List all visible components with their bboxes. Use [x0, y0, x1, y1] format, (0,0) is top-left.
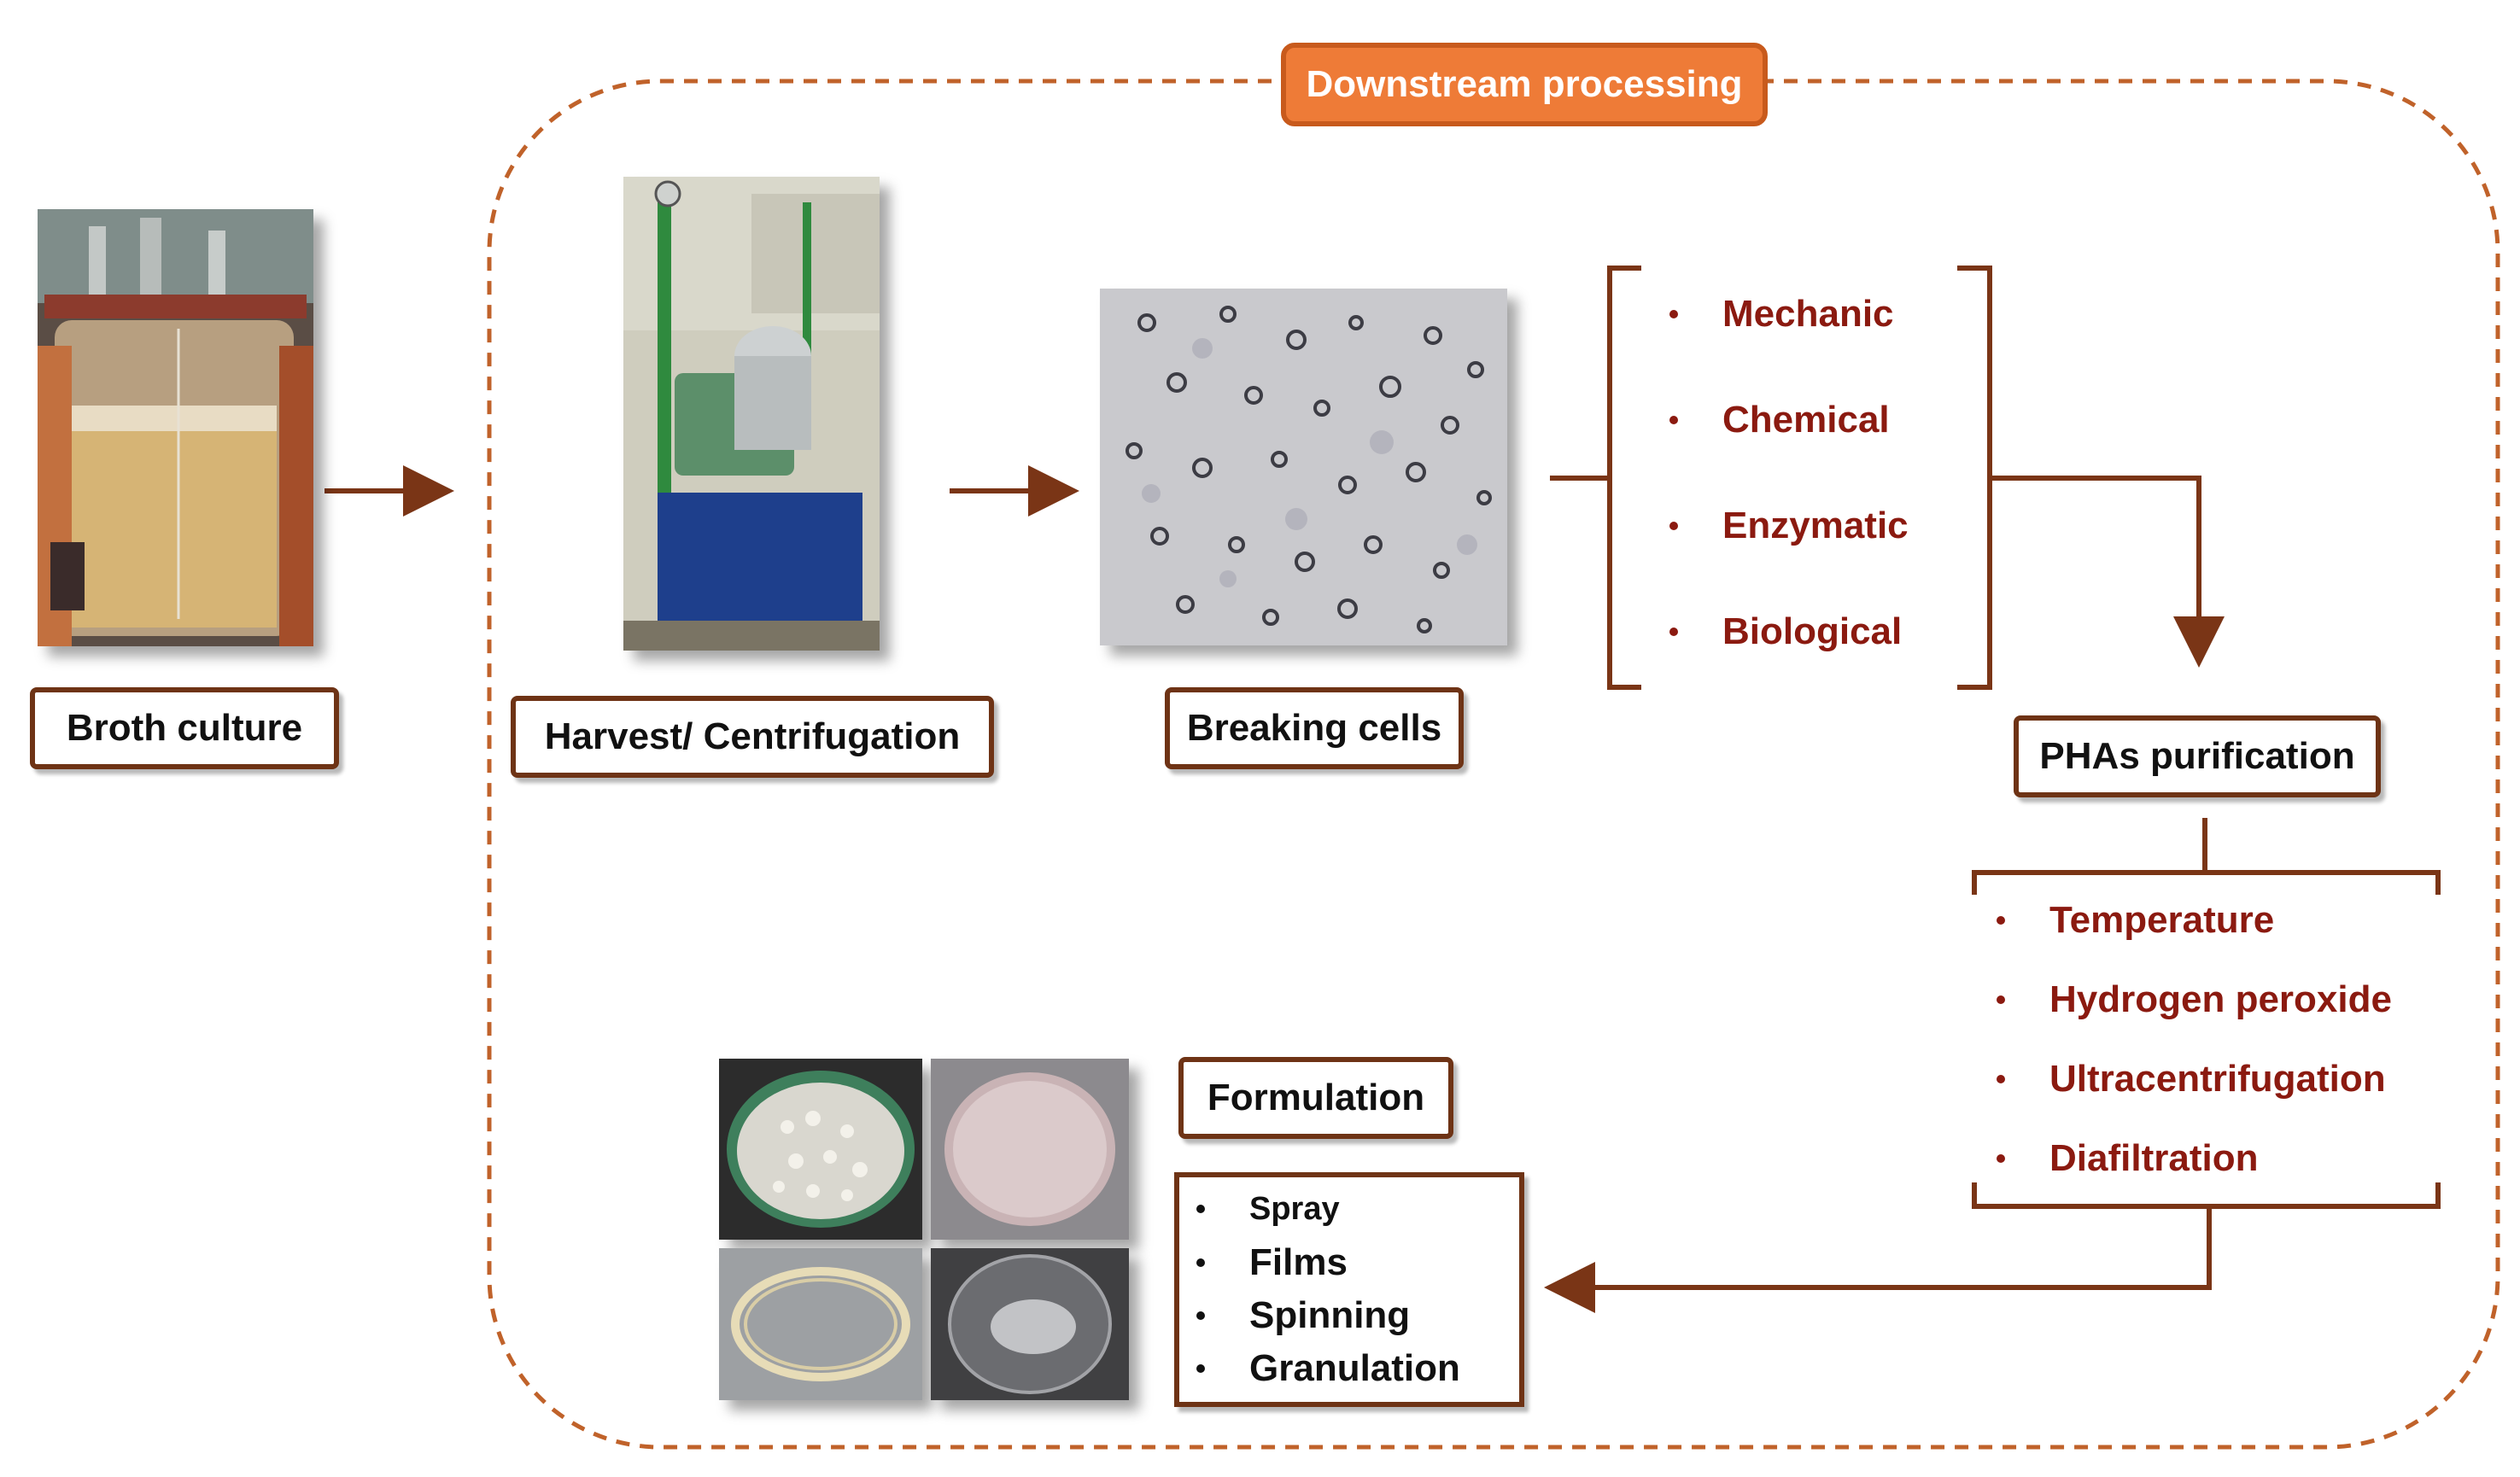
bioreactor-photo [38, 209, 313, 646]
downstream-region [487, 79, 2500, 1450]
bullet-icon [1997, 1154, 2005, 1163]
breaking-method-item: Chemical [1669, 396, 1890, 444]
bullet-icon [1196, 1205, 1205, 1213]
formulation-method-label: Films [1249, 1241, 1348, 1283]
purification-method-item: Ultracentrifugation [1997, 1055, 2386, 1103]
formulation-method-label: Granulation [1249, 1347, 1460, 1389]
bullet-icon [1669, 310, 1678, 318]
bracket-breaking-left [1607, 266, 1641, 690]
breaking-method-item: Biological [1669, 608, 1902, 656]
phas-purification-label: PHAs purification [2014, 715, 2381, 797]
arrow-purification-to-formulation [1544, 1206, 2212, 1313]
fiber-photo [719, 1248, 922, 1400]
bullet-icon [1997, 995, 2005, 1004]
breaking-method-item: Enzymatic [1669, 502, 1909, 550]
bracket-purification [1972, 870, 2441, 1209]
purification-method-item: Diafiltration [1997, 1135, 2258, 1182]
formulation-method-label: Spray [1249, 1190, 1340, 1227]
bullet-icon [1669, 628, 1678, 636]
centrifuge-photo [623, 177, 880, 651]
formulation-method-item: Spray [1196, 1188, 1340, 1230]
micrograph-photo [1100, 289, 1507, 645]
purification-methods-list: Temperature Hydrogen peroxide Ultracentr… [1997, 0, 2441, 1195]
micrograph-cells [1100, 289, 1507, 645]
broth-culture-label: Broth culture [30, 687, 339, 769]
formulation-method-item: Granulation [1196, 1345, 1460, 1392]
bullet-icon [1196, 1258, 1205, 1267]
purification-method-item: Hydrogen peroxide [1997, 976, 2392, 1024]
breaking-method-label: Mechanic [1722, 293, 1894, 335]
arrow-methods-to-purification [1990, 476, 2225, 668]
breaking-method-item: Mechanic [1669, 290, 1894, 338]
formulation-method-item: Spinning [1196, 1292, 1410, 1340]
film-photo [931, 1059, 1129, 1240]
purification-method-label: Temperature [2049, 899, 2275, 941]
breaking-methods-list: Mechanic Chemical Enzymatic Biological [1669, 0, 1977, 683]
purification-method-label: Hydrogen peroxide [2049, 978, 2392, 1020]
purification-method-item: Temperature [1997, 896, 2274, 944]
bullet-icon [1669, 416, 1678, 424]
purification-method-label: Ultracentrifugation [2049, 1058, 2386, 1100]
transparent-film-photo [931, 1248, 1129, 1400]
formulation-label: Formulation [1178, 1057, 1453, 1139]
bullet-icon [1997, 1075, 2005, 1083]
formulation-method-item: Films [1196, 1239, 1348, 1287]
purification-method-label: Diafiltration [2049, 1137, 2259, 1179]
breaking-method-label: Biological [1722, 610, 1903, 652]
breaking-cells-label: Breaking cells [1165, 687, 1464, 769]
bullet-icon [1997, 916, 2005, 925]
bullet-icon [1196, 1364, 1205, 1373]
breaking-method-label: Chemical [1722, 399, 1890, 441]
bullet-icon [1196, 1311, 1205, 1320]
downstream-title: Downstream processing [1281, 43, 1768, 126]
granules-photo [719, 1059, 922, 1240]
bullet-icon [1669, 522, 1678, 530]
harvest-label: Harvest/ Centrifugation [511, 696, 994, 778]
formulation-methods-box: Spray Films Spinning Granulation [1174, 1172, 1524, 1407]
breaking-method-label: Enzymatic [1722, 505, 1909, 546]
formulation-method-label: Spinning [1249, 1294, 1411, 1336]
